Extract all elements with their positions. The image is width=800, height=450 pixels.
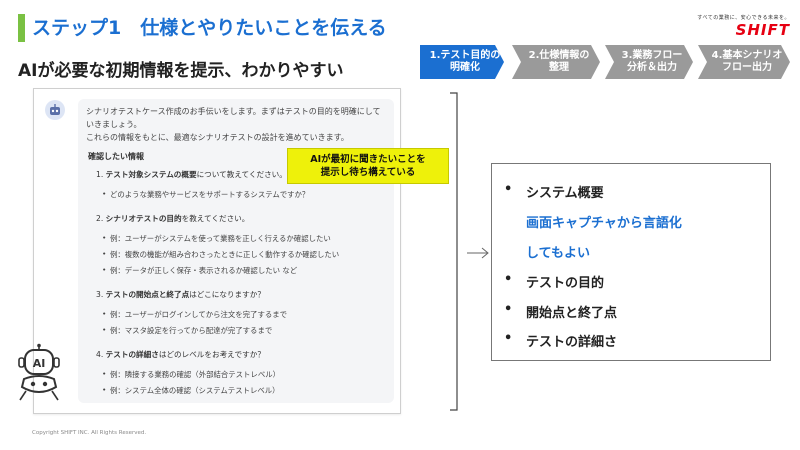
summary-item-text: 開始点と終了点 xyxy=(526,306,618,321)
logo-text: SHIFT xyxy=(735,21,790,39)
question-3-bold: テストの開始点と終了点 xyxy=(105,290,190,299)
page-subtitle: AIが必要な初期情報を提示、わかりやすい xyxy=(18,61,344,81)
page-title: ステップ1 仕様とやりたいことを伝える xyxy=(32,17,387,39)
question-4-bold: テストの詳細さ xyxy=(105,350,159,359)
question-2-bullet-3: 例：データが正しく保存・表示されるか確認したい など xyxy=(102,265,297,276)
question-2-bold: シナリオテストの目的 xyxy=(105,214,182,223)
question-4-number: 4. xyxy=(96,350,106,359)
summary-note-text: 画面キャプチャから言語化 xyxy=(526,216,682,231)
question-3-suffix: はどこになりますか？ xyxy=(189,290,265,299)
question-2: 2. シナリオテストの目的を教えてください。 xyxy=(96,213,249,224)
question-1-suffix: について教えてください。 xyxy=(196,170,287,179)
step-3: 3.業務フロー 分析＆出力 xyxy=(605,45,693,79)
right-arrow-icon xyxy=(467,247,489,259)
ai-robot-icon: AI xyxy=(18,343,60,401)
question-1-bullet-1: どのような業務やサービスをサポートするシステムですか？ xyxy=(102,189,309,200)
summary-item-text: テストの詳細さ xyxy=(526,335,618,350)
shift-logo: すべての業務に、安心できる未来を。 SHIFT xyxy=(690,14,790,39)
question-3: 3. テストの開始点と終了点はどこになりますか？ xyxy=(96,289,265,300)
step-3-label: 3.業務フロー 分析＆出力 xyxy=(621,50,683,73)
question-4-suffix: はどのレベルをお考えですか？ xyxy=(158,350,265,359)
bullet: • xyxy=(504,182,513,197)
chat-intro: シナリオテストケース作成のお手伝いをします。まずはテストの目的を明確にしていきま… xyxy=(86,105,388,144)
question-1-bold: テスト対象システムの概要 xyxy=(105,170,197,179)
step-1-label: 1.テスト目的の 明確化 xyxy=(429,50,501,73)
title-accent-bar xyxy=(18,14,25,42)
question-1: 1. テスト対象システムの概要について教えてください。 xyxy=(96,169,287,180)
question-2-bullet-2: 例：複数の機能が組み合わさったときに正しく動作するか確認したい xyxy=(102,249,339,260)
step-4: 4.基本シナリオ フロー出力 xyxy=(698,45,790,79)
chat-intro-line-1: シナリオテストケース作成のお手伝いをします。まずはテストの目的を明確にしていきま… xyxy=(86,107,381,129)
logo-tagline: すべての業務に、安心できる未来を。 xyxy=(697,15,790,21)
bullet: • xyxy=(504,331,513,346)
summary-box: • システム概要 画面キャプチャから言語化 してもよい • テストの目的 • 開始点と… xyxy=(491,163,771,361)
copyright-text: Copyright SHIFT INC. All Rights Reserved… xyxy=(32,430,147,436)
step-2-label: 2.仕様情報の 整理 xyxy=(528,50,590,73)
robot-label: AI xyxy=(33,357,46,370)
summary-note-text: してもよい xyxy=(526,246,590,261)
step-2: 2.仕様情報の 整理 xyxy=(512,45,600,79)
callout-note: AIが最初に聞きたいことを 提示し待ち構えている xyxy=(287,148,449,184)
step-1: 1.テスト目的の 明確化 xyxy=(420,45,504,79)
question-3-bullet-1: 例：ユーザーがログインしてから注文を完了するまで xyxy=(102,309,287,320)
question-3-bullet-2: 例：マスタ設定を行ってから配達が完了するまで xyxy=(102,325,272,336)
chat-intro-line-2: これらの情報をもとに、最適なシナリオテストの設計を進めていきます。 xyxy=(86,133,349,142)
chat-screenshot: シナリオテストケース作成のお手伝いをします。まずはテストの目的を明確にしていきま… xyxy=(33,88,401,414)
step-4-label: 4.基本シナリオ フロー出力 xyxy=(711,50,783,73)
question-4: 4. テストの詳細さはどのレベルをお考えですか？ xyxy=(96,349,265,360)
question-4-bullet-2: 例：システム全体の確認（システムテストレベル） xyxy=(102,385,280,396)
summary-item-text: システム概要 xyxy=(526,186,604,201)
question-2-bullet-1: 例：ユーザーがシステムを使って業務を正しく行えるか確認したい xyxy=(102,233,331,244)
question-2-suffix: を教えてください。 xyxy=(181,214,250,223)
question-2-number: 2. xyxy=(96,214,106,223)
question-4-bullet-1: 例：隣接する業務の確認（外部結合テストレベル） xyxy=(102,369,280,380)
bullet: • xyxy=(504,272,513,287)
summary-item-text: テストの目的 xyxy=(526,276,605,291)
question-3-number: 3. xyxy=(96,290,106,299)
chat-section-heading: 確認したい情報 xyxy=(88,152,144,161)
bullet: • xyxy=(504,302,513,317)
bot-avatar-icon xyxy=(45,100,65,120)
grouping-bracket xyxy=(450,92,458,411)
question-1-number: 1. xyxy=(96,170,106,179)
